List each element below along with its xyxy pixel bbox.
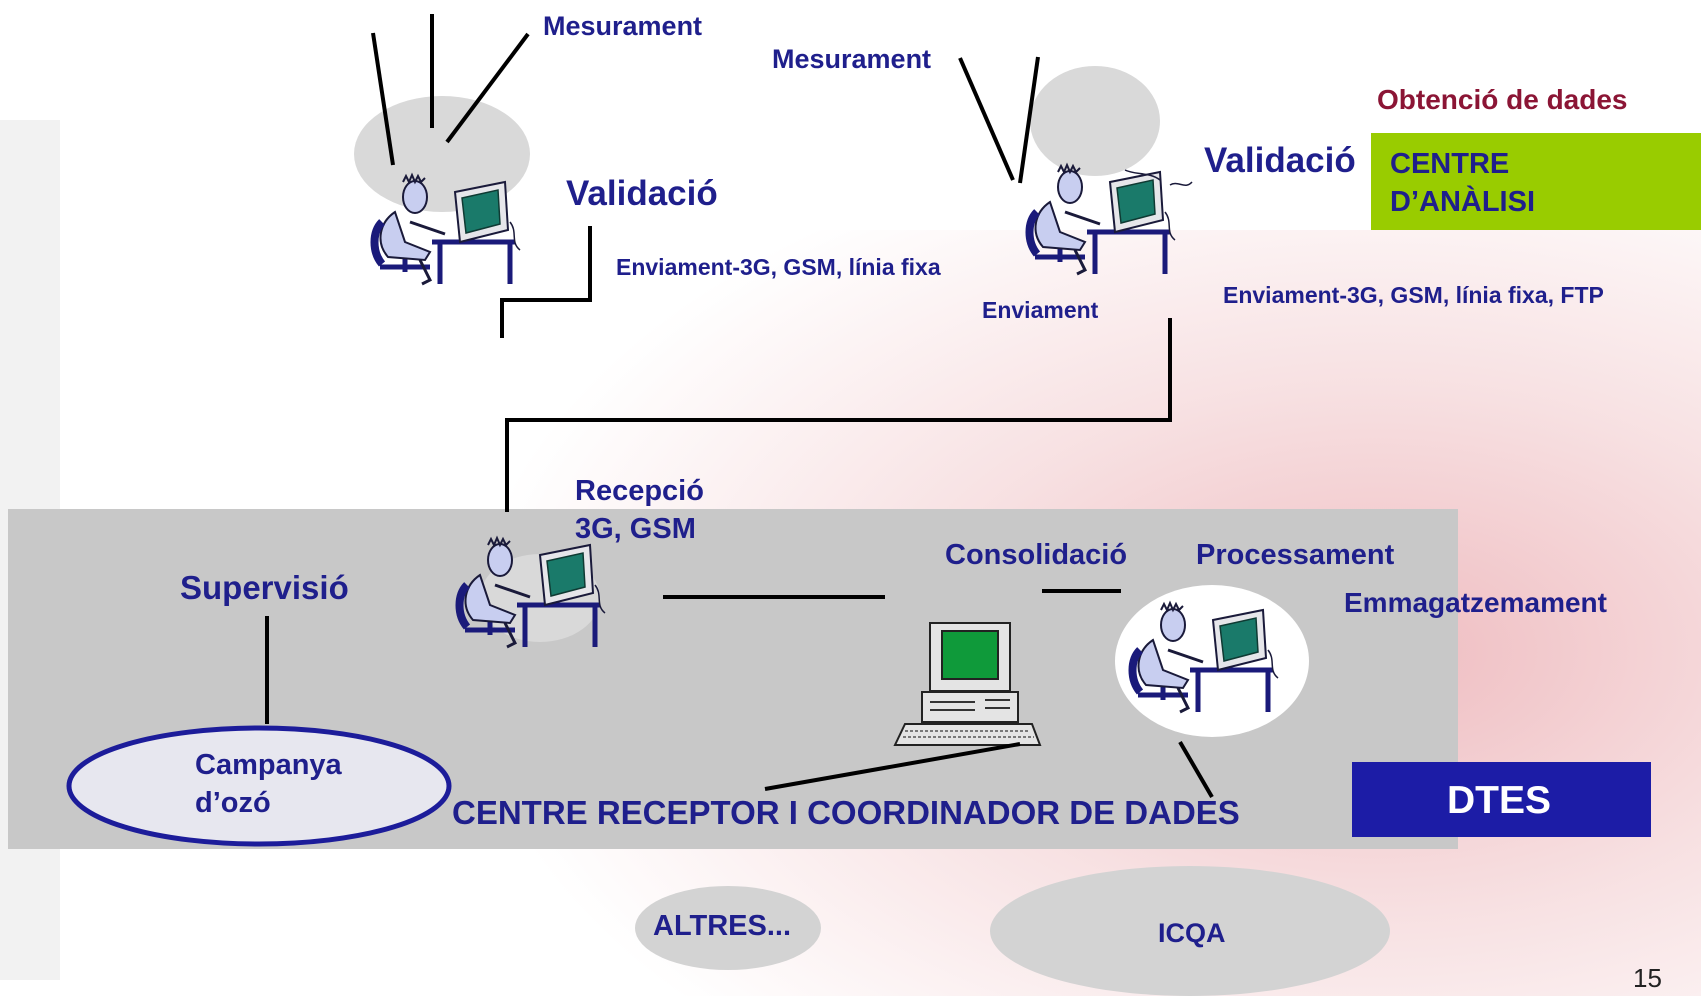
enviament-label-left: Enviament-3G, GSM, línia fixa [616,254,941,280]
icqa-ellipse [990,866,1390,996]
supervisio-label: Supervisió [180,569,349,606]
mesurament-label-left: Mesurament [543,11,703,41]
antenna-line [371,32,395,166]
top-right-bubble [1030,66,1160,176]
mesurament-label-right: Mesurament [772,44,932,74]
validacio-label-left: Validació [566,174,718,213]
top-left-bubble [354,96,530,212]
dtes-box [1352,762,1651,837]
recepcio-label-line1: Recepció [575,475,704,507]
dtes-label: DTES [1447,779,1552,822]
antenna-line [1018,56,1040,184]
antenna-line [958,57,1015,181]
consolidacio-label: Consolidació [945,539,1128,571]
steam-icon [1124,169,1193,186]
centre-analisi-line1: CENTRE [1390,148,1510,180]
icqa-label: ICQA [1158,918,1226,948]
centre-analisi-line2: D’ANÀLISI [1390,186,1535,218]
centre-analisi-box [1371,133,1701,230]
campanya-label-line1: Campanya [195,749,342,781]
connector-line [1178,740,1214,799]
processament-label: Processament [1196,539,1395,571]
validacio-label-right: Validació [1204,141,1356,180]
desktop-computer-icon [893,622,1042,746]
emmagatzemament-label: Emmagatzemament [1344,587,1607,618]
page-number: 15 [1633,963,1662,993]
campanya-ellipse [66,725,452,847]
altres-label: ALTRES... [653,910,792,942]
receptor-title: CENTRE RECEPTOR I COORDINADOR DE DADES [452,794,1240,831]
recepcio-label-line2: 3G, GSM [575,513,696,545]
campanya-label-line2: d’ozó [195,787,271,819]
altres-ellipse [635,886,821,970]
connector-line [505,318,1172,512]
enviament-label-right: Enviament [982,297,1099,323]
antenna-line [445,32,530,144]
enviament-detail-label: Enviament-3G, GSM, línia fixa, FTP [1223,282,1604,308]
connector-line [764,742,1021,791]
connector-line [500,226,592,338]
obtencio-label: Obtenció de dades [1377,84,1628,115]
